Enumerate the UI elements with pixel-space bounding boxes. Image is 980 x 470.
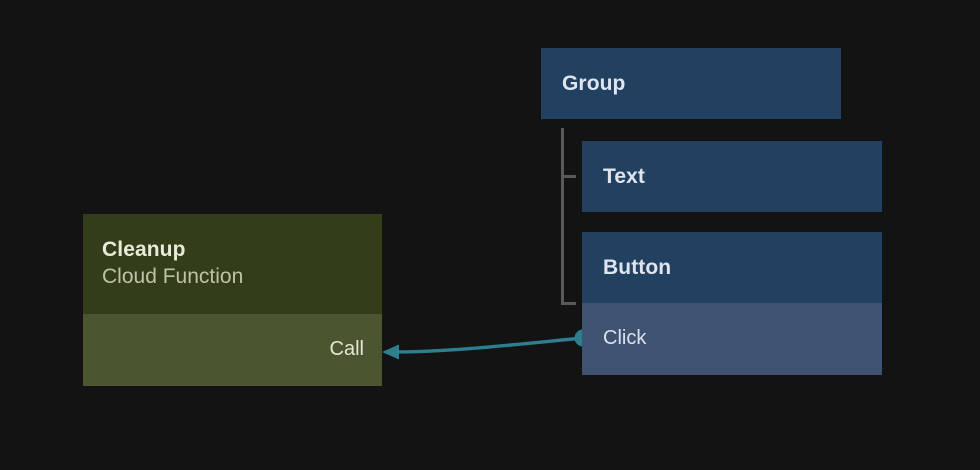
node-text[interactable]: Text: [582, 141, 882, 212]
button-node-port-row[interactable]: Click: [582, 303, 882, 375]
function-node-header: Cleanup Cloud Function: [83, 214, 382, 314]
edge-click-to-call[interactable]: [382, 329, 592, 360]
edge-path: [390, 336, 585, 354]
function-node-subtitle: Cloud Function: [102, 265, 244, 288]
function-node-title: Cleanup: [102, 238, 186, 261]
button-node-label: Button: [603, 256, 672, 279]
port-label-click[interactable]: Click: [603, 327, 647, 349]
group-tree-lines: [561, 128, 576, 305]
function-node-port-row[interactable]: Call: [83, 314, 382, 386]
port-label-call[interactable]: Call: [329, 338, 364, 360]
node-group[interactable]: Group: [541, 48, 841, 119]
edge-arrowhead: [382, 344, 399, 360]
text-node-label: Text: [603, 165, 646, 188]
node-cloud-function[interactable]: Cleanup Cloud Function Call: [83, 214, 382, 386]
tree-trunk-line: [561, 128, 576, 305]
group-node-label: Group: [562, 72, 626, 95]
button-node-header: Button: [582, 232, 882, 303]
node-button[interactable]: Button Click: [582, 232, 882, 375]
